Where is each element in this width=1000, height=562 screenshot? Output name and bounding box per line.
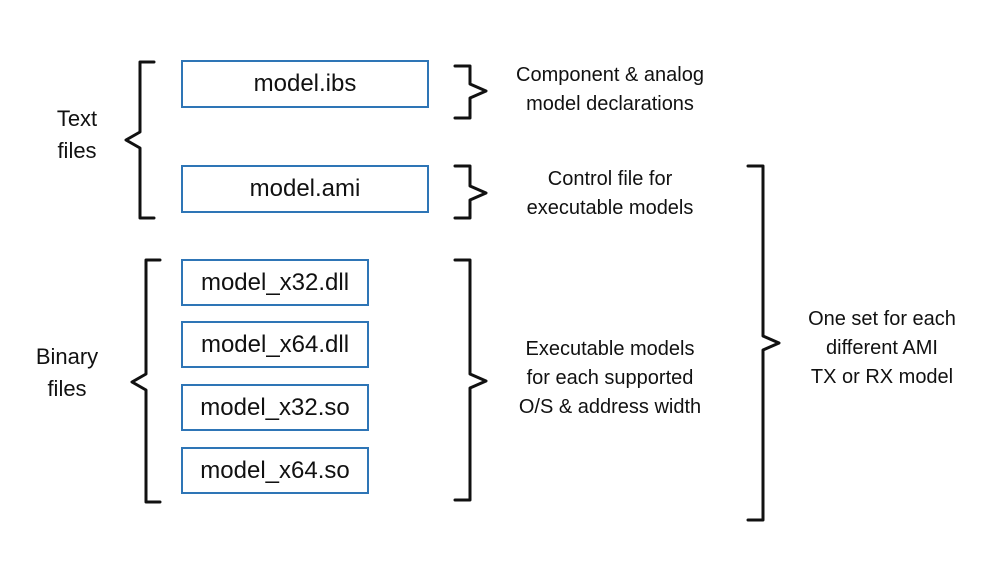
- set-description: One set for each different AMI TX or RX …: [808, 308, 956, 388]
- executables-description: Executable models for each supported O/S…: [518, 338, 702, 418]
- binary-files-label: Binary files: [35, 344, 99, 401]
- file-box-model-ibs: model.ibs: [181, 60, 429, 108]
- file-name: model.ami: [249, 175, 361, 202]
- ibs-brace: [453, 64, 488, 120]
- ibs-description: Component & analog model declarations: [516, 64, 704, 115]
- executables-brace: [453, 258, 488, 502]
- file-box-model-x64-dll: model_x64.dll: [181, 321, 369, 368]
- file-box-model-x64-so: model_x64.so: [181, 447, 369, 494]
- file-box-model-x32-dll: model_x32.dll: [181, 259, 369, 306]
- set-brace: [746, 164, 781, 522]
- binary-files-brace: [130, 258, 162, 504]
- file-name: model.ibs: [253, 70, 357, 97]
- file-box-model-x32-so: model_x32.so: [181, 384, 369, 431]
- file-name: model_x32.so: [200, 393, 350, 421]
- file-name: model_x32.dll: [200, 268, 350, 296]
- text-files-brace: [124, 60, 156, 220]
- text-files-label: Text files: [56, 106, 98, 163]
- file-box-model-ami: model.ami: [181, 165, 429, 213]
- file-name: model_x64.so: [200, 456, 350, 484]
- ami-brace: [453, 164, 488, 220]
- ami-description: Control file for executable models: [526, 168, 694, 219]
- file-name: model_x64.dll: [200, 330, 350, 358]
